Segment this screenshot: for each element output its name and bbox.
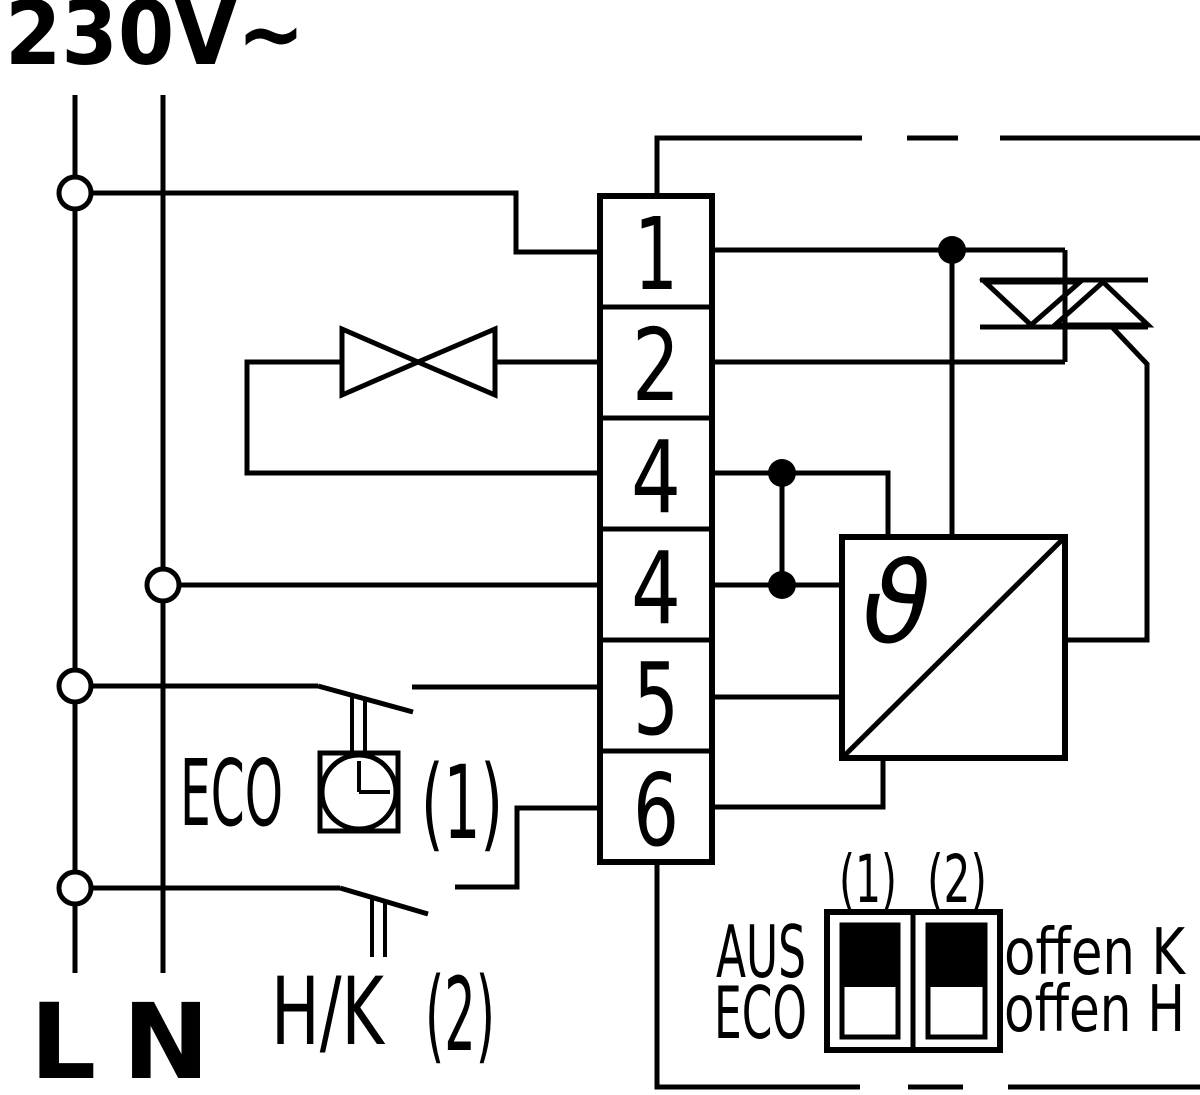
rail-connection-nodes <box>56 174 182 907</box>
text-labels: 230V~ L N ECO (1) H/K (2) <box>5 0 503 1095</box>
thermostat-outline <box>839 534 1068 761</box>
hk-switch-ref-label: (2) <box>425 956 495 1075</box>
eco-timer-ref-label: (1) <box>421 744 503 863</box>
boundary-top <box>654 135 1200 196</box>
triac-triangle-up <box>1048 278 1155 328</box>
supply-voltage-label: 230V~ <box>5 0 305 85</box>
dip-offen-k-label: offen K <box>1004 916 1187 990</box>
dip-offen-h-label: offen H <box>1004 973 1185 1047</box>
valve-triangle-left <box>339 325 425 399</box>
triac-triangle-down <box>978 279 1087 329</box>
clock-hands <box>357 761 390 794</box>
hk-switch-label: H/K <box>271 958 386 1067</box>
wires <box>91 190 1150 891</box>
terminal-4a-label: 4 <box>631 419 681 536</box>
valve-lead-left-loop <box>244 359 600 476</box>
dip-aus-label: AUS <box>716 910 806 994</box>
valve-icon <box>244 325 600 476</box>
wire-l-to-terminal1 <box>91 190 600 255</box>
dip-eco-label: ECO <box>714 971 807 1055</box>
junction-dot <box>938 236 966 264</box>
dip-column-2-label: (2) <box>927 841 987 918</box>
terminal-2-label: 2 <box>632 307 680 424</box>
dip-slider-2-knob <box>926 923 987 987</box>
phase-label: L <box>30 981 96 1095</box>
n-node <box>144 566 182 604</box>
terminal-4b-label: 4 <box>631 530 681 647</box>
hk-switch <box>339 885 429 957</box>
clock-face <box>319 752 399 832</box>
thermostat-diagonal <box>840 535 1067 760</box>
l-node-top <box>56 174 94 212</box>
terminal-block-dividers <box>600 304 712 754</box>
dip-slider-1-knob <box>840 923 900 987</box>
hk-switch-linkage <box>370 899 387 957</box>
junction-dot <box>768 459 796 487</box>
dip-switch-block: (1) (2) AUS ECO offen K offen H <box>714 841 1187 1055</box>
junction-dot <box>768 571 796 599</box>
l-node-middle <box>56 667 94 705</box>
neutral-label: N <box>122 981 209 1095</box>
hk-switch-blade <box>339 885 429 917</box>
eco-switch-linkage <box>350 695 367 753</box>
wire-triac-gate-to-thermostat <box>1065 325 1150 643</box>
power-rails <box>72 95 166 973</box>
triac-icon <box>978 277 1155 330</box>
wire-terminal4a-to-thermostat-top <box>712 470 891 537</box>
eco-timer-label: ECO <box>180 740 283 847</box>
thermostat-theta-symbol: ϑ <box>862 539 931 669</box>
dip-column-1-label: (1) <box>839 841 897 918</box>
l-node-bottom <box>56 869 94 907</box>
junction-dots <box>768 236 966 599</box>
boundary-bottom <box>654 862 1200 1090</box>
thermostat-box-icon: ϑ <box>839 534 1068 761</box>
wire-hk-switch-to-terminal6 <box>455 805 600 890</box>
clock-icon <box>317 750 401 834</box>
terminal-block: 1 2 4 4 5 6 <box>597 193 715 869</box>
terminal-1-label: 1 <box>634 196 678 313</box>
terminal-5-label: 5 <box>633 641 679 758</box>
valve-triangle-right <box>411 325 498 399</box>
eco-timer-switch <box>317 683 414 834</box>
wire-terminal6-to-thermostat-bottom <box>712 758 886 810</box>
device-boundary <box>654 135 1200 1090</box>
terminal-6-label: 6 <box>633 752 679 869</box>
